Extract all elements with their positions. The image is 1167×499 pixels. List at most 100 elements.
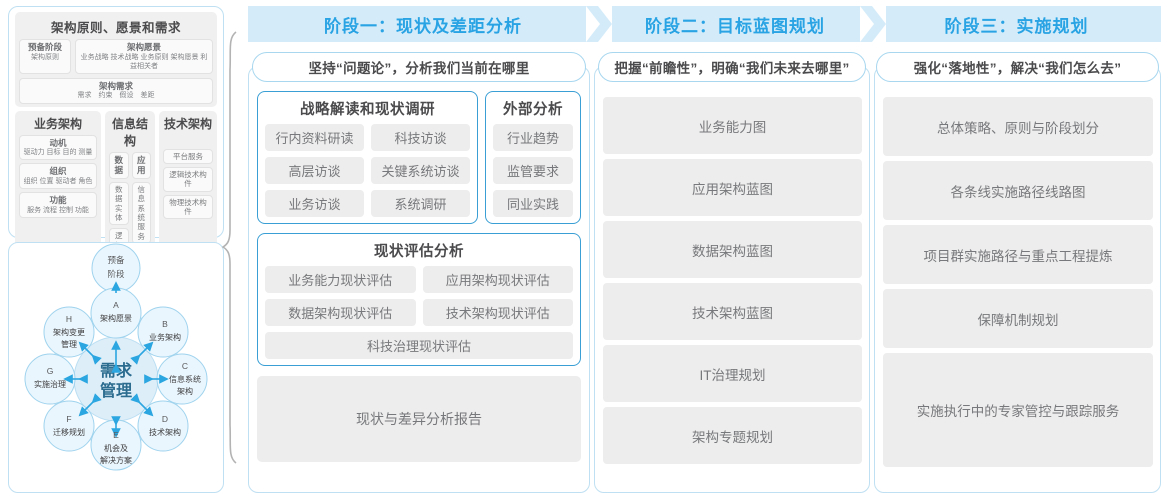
chip-peer-practice[interactable]: 同业实践 [493, 190, 573, 217]
phase-1-subtitle: 坚持“问题论”，分析我们当前在哪里 [252, 52, 586, 82]
phase-2-banner: 阶段二：目标蓝图规划 [598, 6, 872, 42]
lp-sub-function: 功能 服务 流程 控制 功能 [19, 191, 97, 218]
chip-tech-interview[interactable]: 科技访谈 [371, 124, 470, 151]
adm-node-prelim[interactable] [91, 243, 141, 293]
phase-2-banner-bg [598, 6, 872, 42]
phase-3-banner: 阶段三：实施规划 [872, 6, 1161, 42]
adm-label-f: 迁移规划 [53, 427, 85, 437]
adm-prelim-line1: 预备 [107, 255, 125, 265]
chevron-separator-1-icon [586, 6, 612, 42]
adm-label-h1: 架构变更 [53, 327, 85, 337]
adm-label-g: 实施治理 [34, 379, 66, 389]
strategy-research-group: 战略解读和现状调研 行内资料研读 科技访谈 高层访谈 关键系统访谈 业务访谈 系… [257, 91, 478, 224]
adm-center-line2: 管理 [100, 381, 132, 400]
adm-cycle-panel: 需求 管理 [8, 242, 224, 493]
phase-1-banner-bg [248, 6, 598, 42]
assess-row-1: 业务能力现状评估 应用架构现状评估 [265, 266, 573, 293]
adm-key-g: G [47, 366, 54, 376]
chip-arch-topic-plan[interactable]: 架构专题规划 [603, 407, 862, 464]
strategy-row-1: 行内资料研读 科技访谈 [265, 124, 470, 151]
adm-label-h2: 管理 [61, 339, 77, 349]
lp-cell-requirements: 架构需求 需求 约束 假设 差距 [19, 77, 213, 104]
chip-business-interview[interactable]: 业务访谈 [265, 190, 364, 217]
lp-cell-sub: 需求 约束 假设 差距 [77, 92, 155, 100]
lp-col-title: 信息结构 [111, 116, 148, 148]
lp-sub-platform-service: 平台服务 [163, 148, 213, 164]
chip-it-governance-plan[interactable]: IT治理规划 [603, 345, 862, 402]
chip-data-arch-assessment[interactable]: 数据架构现状评估 [265, 299, 416, 326]
chip-key-system-interview[interactable]: 关键系统访谈 [371, 157, 470, 184]
phase-3-box: 总体策略、原则与阶段划分 各条线实施路径线路图 项目群实施路径与重点工程提炼 保… [874, 66, 1161, 493]
adm-node-g[interactable] [24, 353, 76, 405]
adm-key-d: D [162, 414, 168, 424]
strategy-row-2: 高层访谈 关键系统访谈 [265, 157, 470, 184]
phase-3-item-list: 总体策略、原则与阶段划分 各条线实施路径线路图 项目群实施路径与重点工程提炼 保… [883, 97, 1153, 467]
chip-program-roadmap[interactable]: 项目群实施路径与重点工程提炼 [883, 225, 1153, 284]
adm-prelim-line2: 阶段 [107, 269, 125, 279]
adm-label-d: 技术架构 [149, 427, 181, 437]
chip-it-governance-assessment[interactable]: 科技治理现状评估 [265, 332, 573, 359]
phase-3-banner-bg [872, 6, 1161, 42]
chip-expert-control-service[interactable]: 实施执行中的专家管控与跟踪服务 [883, 353, 1153, 467]
lp-header-title: 架构原则、愿景和需求 [50, 21, 181, 35]
architecture-principles-block: 架构原则、愿景和需求 预备阶段 架构原则 架构愿景 业务战略 技术战略 业务原则… [15, 12, 217, 107]
chip-tech-arch-blueprint[interactable]: 技术架构蓝图 [603, 283, 862, 340]
chip-industry-trend[interactable]: 行业趋势 [493, 124, 573, 151]
chip-system-survey[interactable]: 系统调研 [371, 190, 470, 217]
brace-connector-icon [222, 31, 237, 464]
chevron-separator-2-icon [860, 6, 886, 42]
lp-cell-head: 架构愿景 [126, 42, 161, 52]
chip-regulatory-requirement[interactable]: 监管要求 [493, 157, 573, 184]
adm-cycle-diagram: 需求 管理 [24, 243, 208, 471]
lp-sub-data: 数据 [109, 151, 129, 179]
adm-label-b: 业务架构 [149, 332, 181, 342]
gap-analysis-report-box[interactable]: 现状与差异分析报告 [257, 376, 581, 462]
adm-label-c2: 架构 [177, 386, 193, 396]
adm-label-e2: 解决方案 [100, 455, 132, 465]
phase-1-banner-text: 阶段一：现状及差距分析 [324, 16, 522, 36]
lp-col-title: 业务架构 [33, 116, 82, 131]
chip-app-arch-blueprint[interactable]: 应用架构蓝图 [603, 159, 862, 216]
group-title: 现状评估分析 [374, 244, 464, 260]
adm-key-f: F [66, 414, 71, 424]
togaf-content-framework-panel: 架构原则、愿景和需求 预备阶段 架构原则 架构愿景 业务战略 技术战略 业务原则… [8, 6, 224, 424]
lp-sub-physical-tech: 物理技术构件 [163, 194, 213, 220]
lp-cell-preliminary: 预备阶段 架构原则 [19, 39, 71, 74]
lp-cell-sub: 架构原则 [31, 53, 59, 61]
lp-sub-data-entity: 数据实体 [109, 181, 129, 226]
chip-business-capability-map[interactable]: 业务能力图 [603, 97, 862, 154]
external-row-3: 同业实践 [493, 190, 573, 217]
chip-internal-doc-review[interactable]: 行内资料研读 [265, 124, 364, 151]
chip-overall-strategy[interactable]: 总体策略、原则与阶段划分 [883, 97, 1153, 156]
chip-app-arch-assessment[interactable]: 应用架构现状评估 [422, 266, 573, 293]
external-row-2: 监管要求 [493, 157, 573, 184]
adm-node-a[interactable] [90, 287, 142, 339]
lp-cell-head: 预备阶段 [27, 42, 62, 52]
assess-row-2: 数据架构现状评估 技术架构现状评估 [265, 299, 573, 326]
lp-cell-sub: 业务战略 技术战略 业务原则 架构愿景 利益相关者 [80, 53, 208, 70]
chip-tech-arch-assessment[interactable]: 技术架构现状评估 [422, 299, 573, 326]
phase-2-subtitle: 把握“前瞻性”，明确“我们未来去哪里” [598, 52, 866, 82]
chip-exec-interview[interactable]: 高层访谈 [265, 157, 364, 184]
adm-key-b: B [162, 319, 168, 329]
external-row-1: 行业趋势 [493, 124, 573, 151]
external-analysis-group: 外部分析 行业趋势 监管要求 同业实践 [485, 91, 581, 224]
phase-3-subtitle: 强化“落地性”，解决“我们怎么去” [876, 52, 1159, 82]
chip-assurance-plan[interactable]: 保障机制规划 [883, 289, 1153, 348]
adm-key-e: E [113, 430, 119, 440]
current-state-assessment-group: 现状评估分析 业务能力现状评估 应用架构现状评估 数据架构现状评估 技术架构现状… [257, 233, 581, 366]
chip-data-arch-blueprint[interactable]: 数据架构蓝图 [603, 221, 862, 278]
assess-row-3: 科技治理现状评估 [265, 332, 573, 359]
lp-sub-logical-tech: 逻辑技术构件 [163, 166, 213, 192]
adm-key-h: H [66, 314, 72, 324]
lp-sub-motivation: 动机 驱动力 目标 目的 测量 [19, 134, 97, 161]
adm-key-c: C [182, 361, 188, 371]
lp-cell-head: 架构需求 [98, 80, 133, 91]
lp-sub-is-service: 信息系统服务 [131, 181, 151, 245]
chip-line-roadmap[interactable]: 各条线实施路径线路图 [883, 161, 1153, 220]
phase-1-box: 战略解读和现状调研 行内资料研读 科技访谈 高层访谈 关键系统访谈 业务访谈 系… [248, 66, 590, 493]
phase-2-banner-text: 阶段二：目标蓝图规划 [645, 16, 825, 36]
chip-business-capability-assessment[interactable]: 业务能力现状评估 [265, 266, 416, 293]
phase-2-box: 业务能力图 应用架构蓝图 数据架构蓝图 技术架构蓝图 IT治理规划 架构专题规划 [594, 66, 870, 493]
